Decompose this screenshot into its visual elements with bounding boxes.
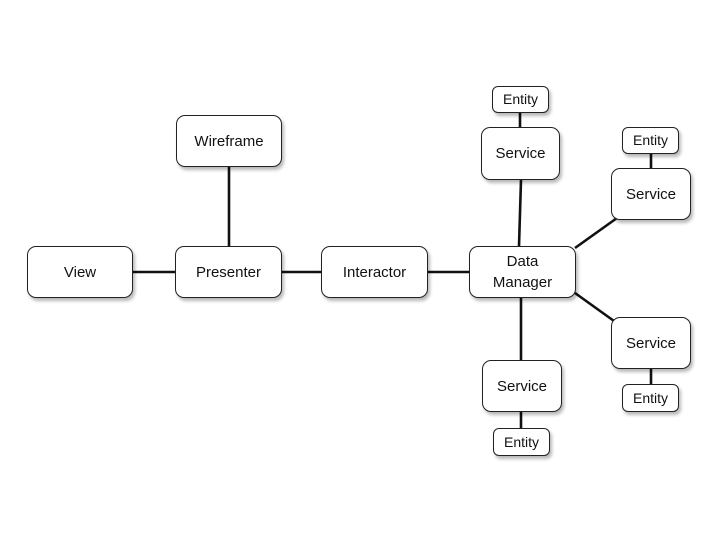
service-node-lower-right: Service — [611, 317, 691, 369]
presenter-node: Presenter — [175, 246, 282, 298]
entity-node-upper-right: Entity — [622, 127, 679, 154]
data-manager-label-line1: Data — [506, 253, 539, 270]
service-node-upper-right: Service — [611, 168, 691, 220]
data-manager-label-line2: Manager — [492, 274, 553, 291]
interactor-node: Interactor — [321, 246, 428, 298]
edge-datamanager-service-lower-right — [574, 291, 615, 323]
edge-datamanager-service-upper-right — [574, 216, 618, 250]
entity-node-top: Entity — [492, 86, 549, 113]
service-node-bottom: Service — [482, 360, 562, 412]
wireframe-node: Wireframe — [176, 115, 282, 167]
view-node: View — [27, 246, 133, 298]
edge-datamanager-service-top — [517, 179, 523, 247]
entity-node-lower-right: Entity — [622, 384, 679, 412]
service-node-top: Service — [481, 127, 560, 180]
data-manager-node: Data Manager — [469, 246, 576, 298]
entity-node-bottom: Entity — [493, 428, 550, 456]
